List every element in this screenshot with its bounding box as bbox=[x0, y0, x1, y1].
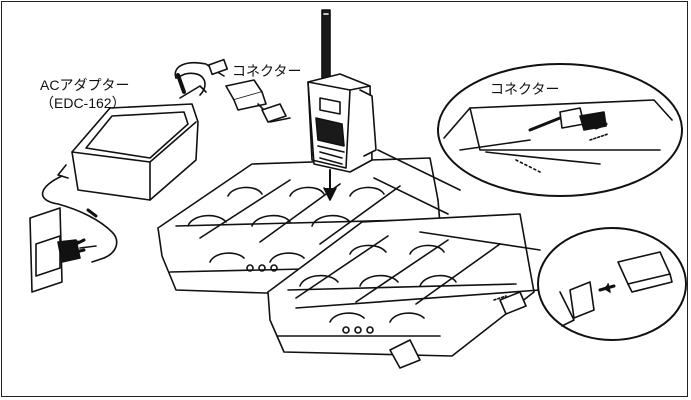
ac-adapter-label: ACアダプター bbox=[40, 77, 130, 93]
dc-cable bbox=[174, 58, 229, 94]
radio-transceiver-icon bbox=[307, 9, 377, 201]
callout-lines bbox=[295, 149, 541, 309]
ac-cable bbox=[41, 175, 118, 263]
connector-label: コネクター bbox=[232, 63, 302, 79]
wall-outlet-icon bbox=[29, 207, 97, 293]
ac-adapter-icon bbox=[57, 72, 207, 201]
ac-adapter-model-label: （EDC-162） bbox=[40, 95, 126, 111]
connector-cap-inset-icon bbox=[537, 227, 687, 341]
connector-plug-icon bbox=[225, 79, 291, 123]
connector-inset-label: コネクター bbox=[490, 81, 560, 97]
connector-inset-icon bbox=[437, 63, 683, 197]
